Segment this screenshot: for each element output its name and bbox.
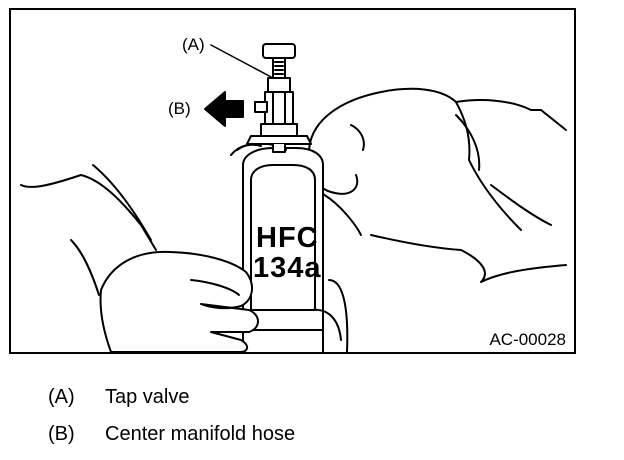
- legend-row-a: (A) Tap valve: [48, 386, 568, 423]
- legend-text: Center manifold hose: [105, 423, 296, 445]
- left-hand-illustration: [20, 164, 349, 352]
- tap-valve-illustration: [246, 43, 312, 153]
- legend-text: Tap valve: [105, 386, 190, 408]
- callout-a-label: (A): [182, 35, 205, 54]
- legend: (A) Tap valve (B) Center manifold hose: [48, 386, 568, 460]
- can-label-line1: HFC: [256, 222, 319, 254]
- legend-row-b: (B) Center manifold hose: [48, 423, 568, 460]
- hose-direction-arrow: [204, 91, 244, 127]
- can-body: [230, 142, 324, 352]
- right-hand-illustration: [307, 87, 567, 283]
- refrigerant-can-illustration: [20, 43, 567, 352]
- legend-key: (B): [48, 423, 75, 445]
- callout-a-leader: [210, 44, 274, 79]
- figure-code: AC-00028: [489, 330, 566, 349]
- legend-key: (A): [48, 386, 75, 408]
- figure-frame: (A) (B) HFC 134a AC-00028: [9, 8, 576, 354]
- callout-b-label: (B): [168, 99, 191, 118]
- can-label-line2: 134a: [253, 252, 322, 284]
